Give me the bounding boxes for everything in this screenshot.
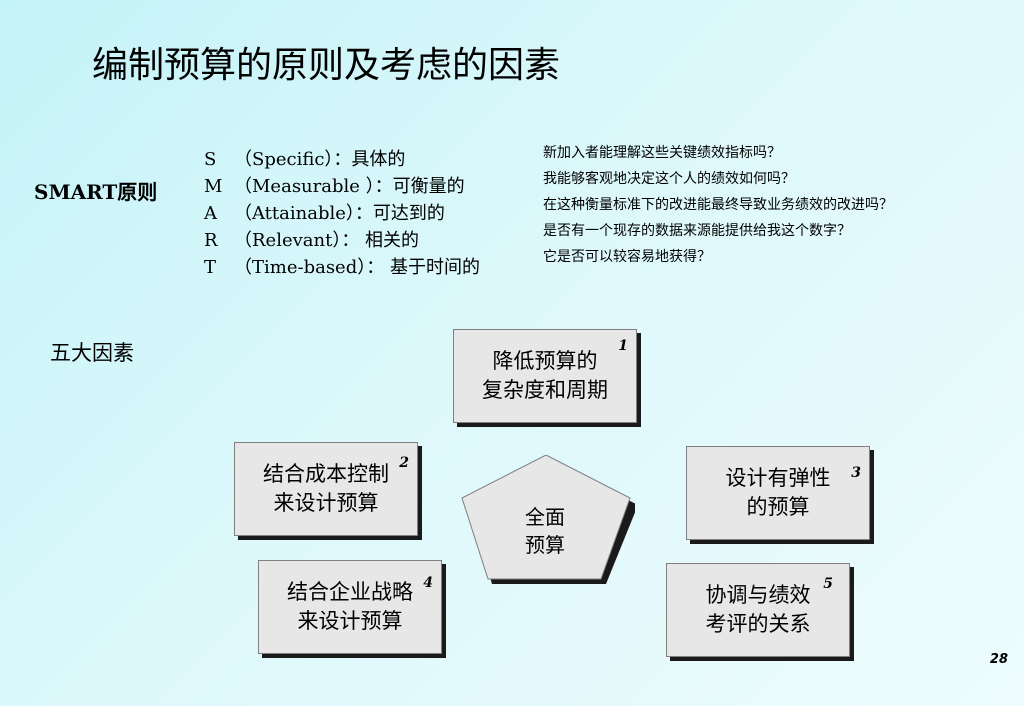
factor-number: 5	[823, 576, 833, 592]
page-number: 28	[989, 652, 1008, 667]
smart-criteria-list: S （Specific）：具体的 M （Measurable ）：可衡量的 A （At…	[204, 146, 480, 281]
smart-letter: M	[204, 176, 223, 197]
factor-number: 3	[851, 465, 861, 481]
factor-box-1: 降低预算的 复杂度和周期 1	[453, 329, 637, 423]
smart-question: 它是否可以较容易地获得？	[543, 249, 711, 265]
smart-question: 我能够客观地决定这个人的绩效如何吗？	[543, 171, 795, 187]
smart-questions-list: 新加入者能理解这些关键绩效指标吗？ 我能够客观地决定这个人的绩效如何吗？ 在这种…	[543, 140, 893, 270]
factor-number: 1	[618, 338, 628, 354]
smart-item-t: T （Time-based）： 基于时间的	[204, 254, 480, 281]
factor-box-text: 结合成本控制 来设计预算	[263, 462, 389, 515]
smart-letter: S	[204, 149, 217, 170]
factor-number: 2	[399, 455, 409, 471]
smart-question: 新加入者能理解这些关键绩效指标吗？	[543, 145, 781, 161]
smart-letter: R	[204, 230, 218, 251]
smart-question: 在这种衡量标准下的改进能最终导致业务绩效的改进吗？	[543, 197, 893, 213]
smart-item-a: A （Attainable）：可达到的	[204, 200, 480, 227]
factor-box-text: 协调与绩效 考评的关系	[705, 583, 811, 636]
factor-box-text: 降低预算的 复杂度和周期	[482, 349, 608, 402]
smart-letter: A	[204, 203, 217, 224]
smart-item-m: M （Measurable ）：可衡量的	[204, 173, 480, 200]
factor-number: 4	[423, 575, 433, 591]
factor-box-4: 结合企业战略 来设计预算 4	[258, 560, 442, 654]
smart-text: （Time-based）： 基于时间的	[234, 257, 480, 278]
five-factors-label: 五大因素	[50, 341, 134, 365]
center-pentagon	[461, 455, 635, 584]
factor-box-text: 结合企业战略 来设计预算	[287, 580, 413, 633]
page-title: 编制预算的原则及考虑的因素	[92, 45, 561, 86]
smart-item-r: R （Relevant）： 相关的	[204, 227, 480, 254]
factor-box-text: 设计有弹性 的预算	[725, 466, 831, 519]
smart-text: （Relevant）： 相关的	[234, 230, 420, 251]
smart-question: 是否有一个现存的数据来源能提供给我这个数字？	[543, 223, 851, 239]
smart-letter: T	[204, 257, 217, 278]
smart-principle-label: SMART原则	[34, 180, 158, 204]
factor-box-2: 结合成本控制 来设计预算 2	[234, 442, 418, 536]
smart-text: （Measurable ）：可衡量的	[234, 176, 465, 197]
center-pentagon-label: 全面 预算	[525, 505, 565, 557]
factor-box-3: 设计有弹性 的预算 3	[686, 446, 870, 540]
smart-text: （Specific）：具体的	[234, 149, 406, 170]
smart-item-s: S （Specific）：具体的	[204, 146, 480, 173]
smart-text: （Attainable）：可达到的	[234, 203, 445, 224]
factor-box-5: 协调与绩效 考评的关系 5	[666, 563, 850, 657]
